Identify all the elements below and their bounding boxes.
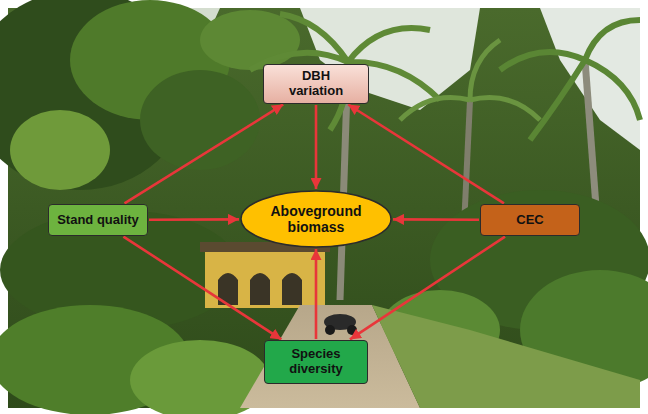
motorcycle-wheel: [347, 325, 357, 335]
causal-arrow: [315, 249, 318, 339]
node-label: Aboveground biomass: [266, 203, 366, 235]
node-label: DBH variation: [280, 69, 352, 99]
house-wall: [205, 250, 325, 308]
node-label: Stand quality: [57, 213, 139, 228]
causal-arrow: [149, 218, 239, 221]
causal-arrow: [124, 104, 283, 203]
node-label: CEC: [516, 213, 543, 228]
node-label: Species diversity: [277, 347, 355, 377]
grass-verge: [372, 305, 640, 408]
ellipse-fill: [241, 191, 391, 247]
variable-box: CEC: [480, 204, 580, 236]
causal-arrow: [348, 104, 504, 203]
variable-box: Species diversity: [264, 340, 368, 384]
palm-fronds: [400, 40, 540, 120]
variable-box: Stand quality: [48, 204, 148, 236]
house-arches: [218, 273, 302, 305]
foliage-highlight: [200, 10, 300, 70]
causal-arrow: [350, 237, 505, 340]
causal-arrow: [123, 237, 281, 340]
causal-arrow: [393, 218, 479, 221]
response-ellipse: Aboveground biomass: [240, 190, 392, 248]
variable-box: DBH variation: [263, 64, 369, 104]
foliage-highlight: [10, 110, 110, 190]
causal-arrow: [315, 105, 318, 189]
motorcycle-wheel: [325, 325, 335, 335]
palm-fronds: [500, 20, 640, 140]
